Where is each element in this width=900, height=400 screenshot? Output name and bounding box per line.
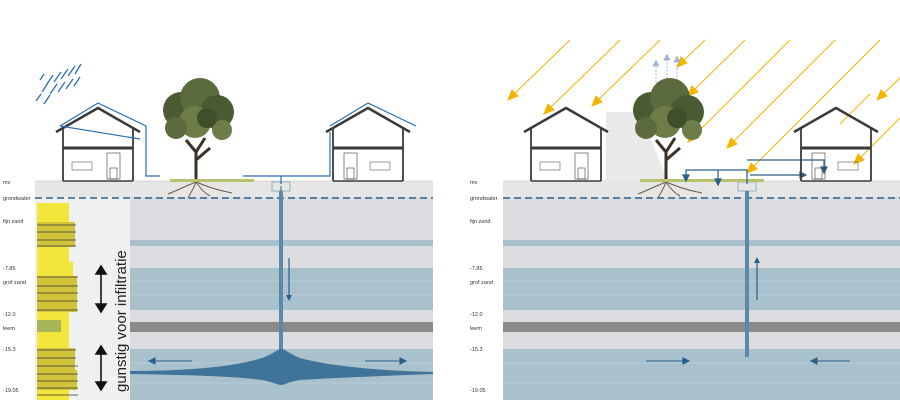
left-infiltration-plume <box>130 349 433 385</box>
label-fijn-zand-left: fijn zand <box>3 219 24 225</box>
annotation-infiltration: gunstig voor infiltratie <box>113 250 130 392</box>
tree-shadow <box>606 112 668 182</box>
label-grondwater-left: grondwater <box>3 196 31 202</box>
label-depth-4-right: -19.05 <box>470 388 486 394</box>
right-labels: mv grondwater fijn zand -7.85 grof zand … <box>470 180 498 394</box>
left-well-shaft <box>279 191 283 363</box>
left-gutter-line <box>59 102 160 177</box>
label-depth-1-left: -7.85 <box>3 266 16 272</box>
evaporation-arrows-icon <box>652 52 681 86</box>
right-tree-icon <box>633 78 764 199</box>
label-depth-4-left: -19.05 <box>3 388 19 394</box>
rain-icon <box>35 63 82 105</box>
label-leem-right: leem <box>470 326 482 332</box>
left-lateral-flow-arrows <box>147 357 408 365</box>
left-infiltration-arrows <box>94 264 108 392</box>
left-surface-layer <box>35 181 433 197</box>
right-clay-layer <box>503 322 900 332</box>
label-mv-left: mv <box>3 180 11 186</box>
right-house-2 <box>793 106 879 182</box>
label-leem-left: leem <box>3 326 15 332</box>
label-depth-3-left: -15.3 <box>3 347 16 353</box>
right-surface-layer <box>503 181 900 197</box>
left-labels: mv grondwater fijn zand -7.85 grof zand … <box>3 180 31 394</box>
left-house-2 <box>325 106 411 182</box>
left-house-1 <box>55 106 141 182</box>
label-depth-2-left: -12.0 <box>3 312 16 318</box>
label-mv-right: mv <box>470 180 478 186</box>
label-fijn-zand-right: fijn zand <box>470 219 491 225</box>
label-grondwater-right: grondwater <box>470 196 498 202</box>
label-depth-3-right: -15.3 <box>470 347 483 353</box>
label-depth-2-right: -12.0 <box>470 312 483 318</box>
label-grof-zand-right: grof zand <box>470 280 493 286</box>
sediment-column <box>37 203 78 400</box>
right-panel <box>503 39 900 400</box>
right-coarse-aquifer <box>503 268 900 310</box>
right-deep-aquifer <box>503 349 900 400</box>
right-house-1 <box>523 106 609 182</box>
left-panel: gunstig voor infiltratie <box>35 63 433 400</box>
sun-rays-icon <box>507 39 900 174</box>
label-grof-zand-left: grof zand <box>3 280 26 286</box>
right-lateral-flow-arrows <box>646 357 850 365</box>
right-thin-aquifer <box>503 240 900 246</box>
left-tree-icon <box>163 78 254 199</box>
label-depth-1-right: -7.85 <box>470 266 483 272</box>
right-well-shaft <box>745 191 749 357</box>
right-irrigation-lines <box>682 159 828 187</box>
